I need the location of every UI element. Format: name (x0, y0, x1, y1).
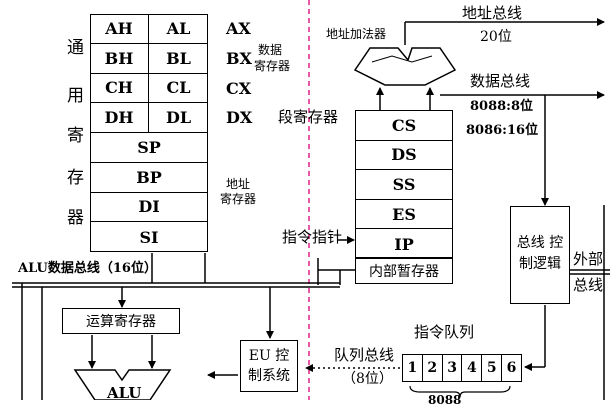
instruction-pointer-label: 指令指针 (282, 228, 343, 246)
bus-control-line-1: 总线 控 (516, 235, 564, 251)
register-dh: DH (90, 103, 149, 133)
register-bh: BH (90, 43, 149, 74)
internal-temp-register-label: 内部暂存器 (369, 264, 439, 280)
data-bus-8088-label: 8088:8位 (470, 99, 534, 114)
register-si: SI (139, 227, 159, 247)
register-name-cx: CX (226, 78, 252, 98)
external-bus-label-1: 外部 (573, 250, 604, 268)
register-bl: BL (149, 44, 208, 74)
bus-control-line-2: 制逻辑 (519, 256, 561, 272)
register-name-dx: DX (226, 108, 253, 128)
bus-control-logic: 总线 控 制逻辑 (510, 206, 570, 304)
register-ch: CH (90, 73, 149, 104)
external-bus-label-2: 总线 (573, 276, 604, 294)
segment-register-label: 段寄存器 (278, 108, 339, 126)
segment-register-es: ES (356, 200, 452, 230)
queue-cell: 2 (423, 355, 443, 381)
data-bus-8086-label: 8086:16位 (466, 123, 539, 138)
general-label-char-2: 用 (67, 86, 84, 106)
segment-register-ss: SS (356, 170, 452, 200)
general-register-file (90, 14, 208, 252)
segment-register-ds: DS (356, 141, 452, 171)
register-name-bx: BX (226, 48, 252, 68)
register-bp: BP (90, 163, 208, 193)
alu-shape (73, 369, 172, 400)
queue-cell: 5 (482, 355, 503, 381)
queue-cell: 3 (443, 355, 463, 381)
internal-temp-register: 内部暂存器 (355, 258, 453, 284)
data-bus-label: 数据总线 (470, 72, 531, 90)
register-sp: SP (90, 133, 208, 163)
register-cl: CL (149, 74, 208, 104)
eu-control-line-1: EU 控 (248, 348, 290, 364)
general-label-char-4: 存 (67, 168, 84, 188)
address-register-label-1: 地址 (226, 177, 251, 191)
address-adder-inner (371, 55, 433, 63)
segment-register-ip: IP (394, 234, 414, 254)
address-bus-label: 地址总线 (462, 4, 523, 22)
register-al: AL (149, 14, 208, 44)
address-adder-label: 地址加法器 (326, 27, 387, 41)
eu-control-line-2: 制系统 (248, 367, 290, 384)
calc-register: 运算寄存器 (62, 308, 180, 334)
register-name-ax: AX (226, 19, 251, 38)
queue-bus-width-label: （8位） (342, 371, 393, 387)
alu-data-bus-label: ALU数据总线（16位） (18, 261, 157, 276)
queue-cell: 6 (506, 360, 517, 376)
register-ah: AH (90, 14, 149, 44)
queue-width-label: 8088 (428, 393, 462, 407)
data-register-label-1: 数据 (258, 43, 283, 57)
general-label-char-1: 通 (67, 38, 84, 58)
general-label-char-3: 寄 (67, 126, 84, 146)
general-label-char-5: 器 (67, 208, 84, 228)
queue-brace (409, 385, 511, 398)
eu-control-system: EU 控 制系统 (240, 340, 298, 392)
queue-cell: 1 (403, 355, 423, 381)
register-dl: DL (149, 103, 208, 133)
calc-register-label: 运算寄存器 (86, 314, 156, 330)
address-adder-shape (353, 47, 457, 86)
register-di: DI (90, 193, 208, 223)
instruction-queue-label: 指令队列 (414, 323, 475, 341)
address-bus-width-label: 20位 (480, 29, 512, 45)
alu-label: ALU (107, 384, 142, 402)
queue-bus-label: 队列总线 (334, 346, 395, 364)
address-register-label-2: 寄存器 (220, 192, 257, 206)
data-register-label-2: 寄存器 (254, 59, 291, 73)
queue-cell: 4 (462, 355, 483, 381)
segment-register-cs: CS (356, 111, 452, 141)
